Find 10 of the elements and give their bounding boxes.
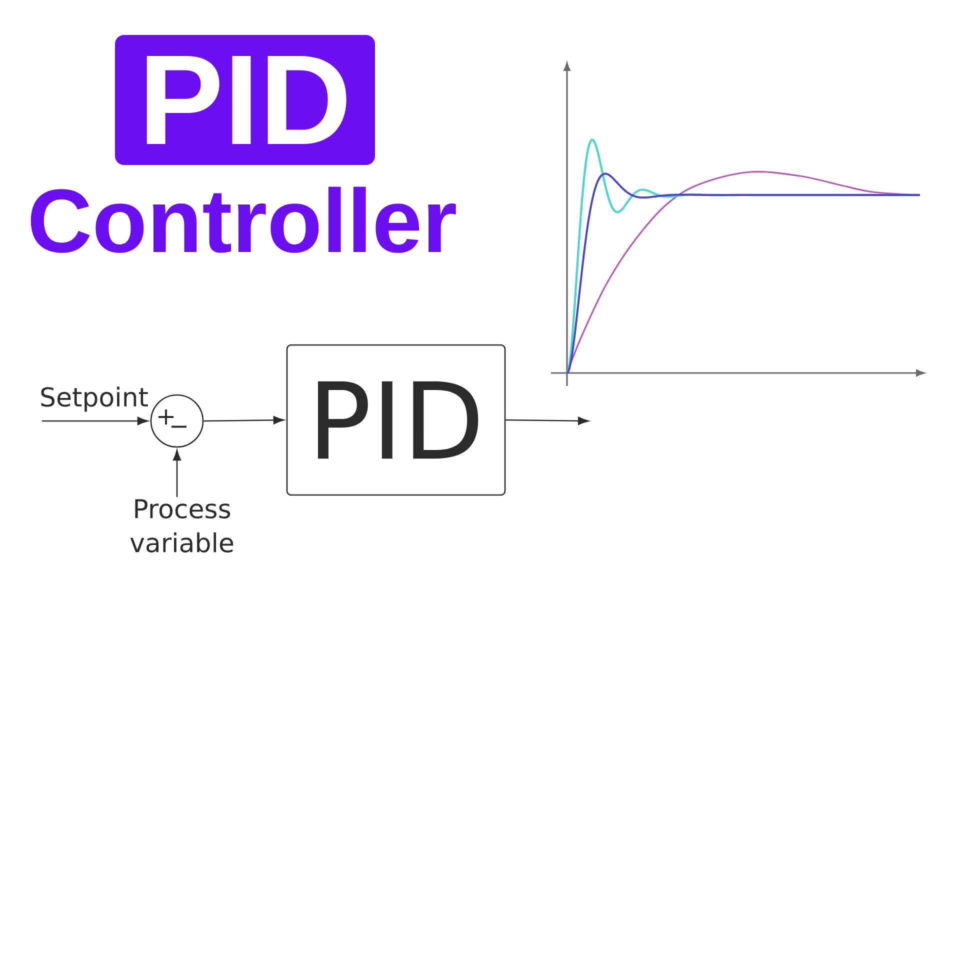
edge-label: Setpoint <box>38 386 150 413</box>
title-badge: PID <box>115 35 375 165</box>
process-box: PID <box>286 344 506 496</box>
summing-junction: + − <box>150 394 204 448</box>
arrow <box>172 450 182 497</box>
arrow <box>204 416 284 424</box>
arrow <box>506 416 589 425</box>
arrow <box>42 416 148 426</box>
title: Controller <box>30 186 456 253</box>
text-label: Process variable <box>130 499 234 553</box>
